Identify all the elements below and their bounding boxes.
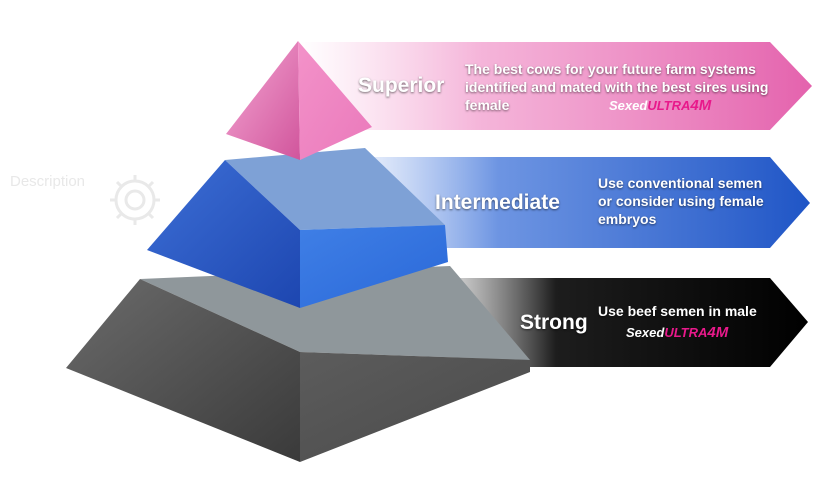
tier-intermediate-top-face [225, 148, 445, 230]
tier-superior-left-face [226, 41, 300, 160]
gear-icon [110, 175, 160, 225]
tier-name-superior: Superior [358, 74, 445, 97]
tier-strong-top-face [140, 266, 530, 360]
banner-superior [300, 42, 812, 130]
tier-strong-left-face [66, 279, 300, 462]
tier-description-strong: Use beef semen in male [598, 303, 757, 319]
tier-name-strong: Strong [520, 311, 588, 334]
tier-description-superior: The best cows for your future farm syste… [465, 61, 769, 113]
tier-strong-right-face [300, 352, 530, 462]
sexed-ultra-logo: SexedULTRA4M [626, 324, 729, 341]
tier-intermediate-left-face [147, 160, 300, 308]
tier-intermediate-right-face [300, 225, 448, 308]
tier-description-intermediate: Use conventional semen or consider using… [598, 175, 764, 227]
banner-intermediate [330, 157, 810, 248]
tier-superior-right-face [298, 41, 372, 160]
tier-name-intermediate: Intermediate [435, 191, 560, 214]
sexed-ultra-logo: SexedULTRA4M [609, 97, 712, 114]
watermark-text: Description [10, 173, 86, 190]
